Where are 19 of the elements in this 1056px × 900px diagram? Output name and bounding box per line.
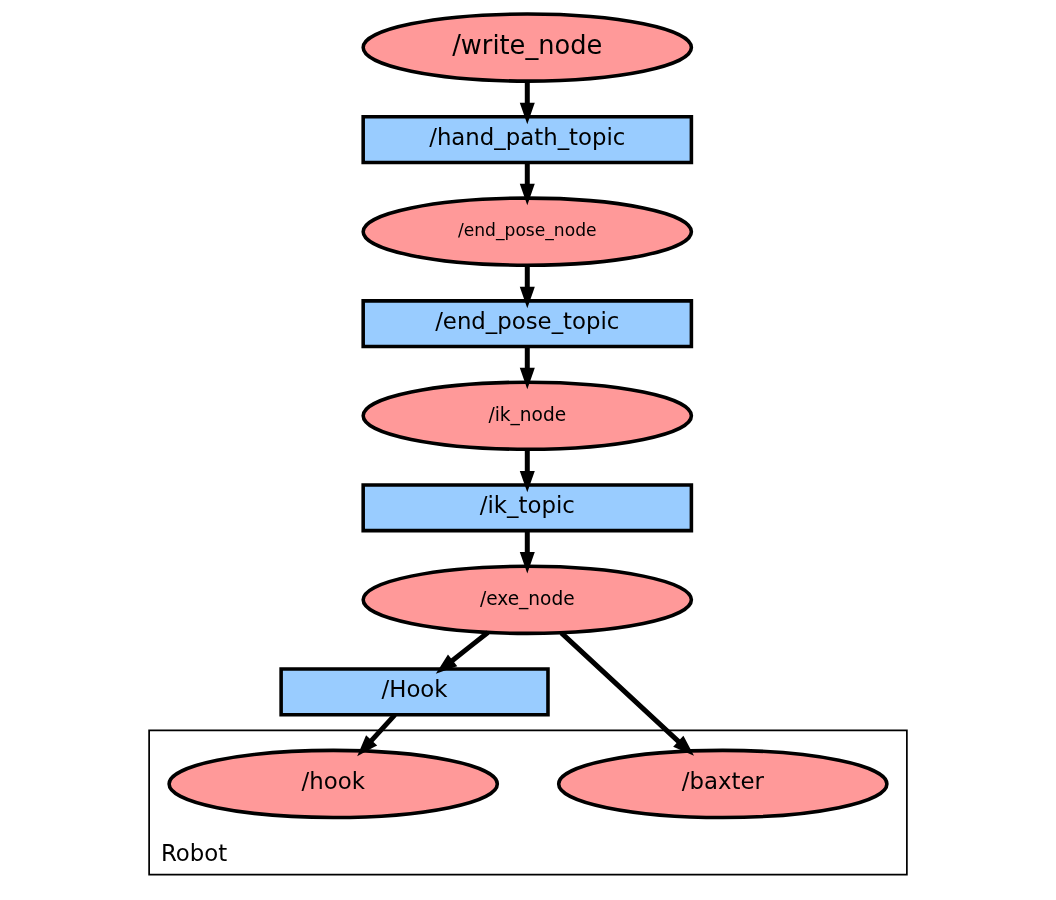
arrow xyxy=(519,346,535,390)
node-ellipse: /write_node xyxy=(361,12,694,83)
node-ellipse: /hook xyxy=(167,748,500,820)
arrow xyxy=(519,530,535,574)
node-box: /Hook xyxy=(279,667,550,717)
arrow xyxy=(519,162,535,206)
arrow xyxy=(357,713,397,757)
arrow xyxy=(435,630,490,674)
arrow xyxy=(519,81,535,125)
arrow xyxy=(519,449,535,493)
arrow xyxy=(559,631,694,756)
node-box: /ik_topic xyxy=(361,483,694,533)
node-box: /hand_path_topic xyxy=(361,115,694,165)
node-box: /end_pose_topic xyxy=(361,299,694,349)
node-ellipse: /ik_node xyxy=(361,380,694,452)
node-ellipse: /baxter xyxy=(556,748,889,820)
node-ellipse: /end_pose_node xyxy=(361,196,694,267)
arrow xyxy=(519,265,535,309)
node-ellipse: /exe_node xyxy=(361,564,694,636)
